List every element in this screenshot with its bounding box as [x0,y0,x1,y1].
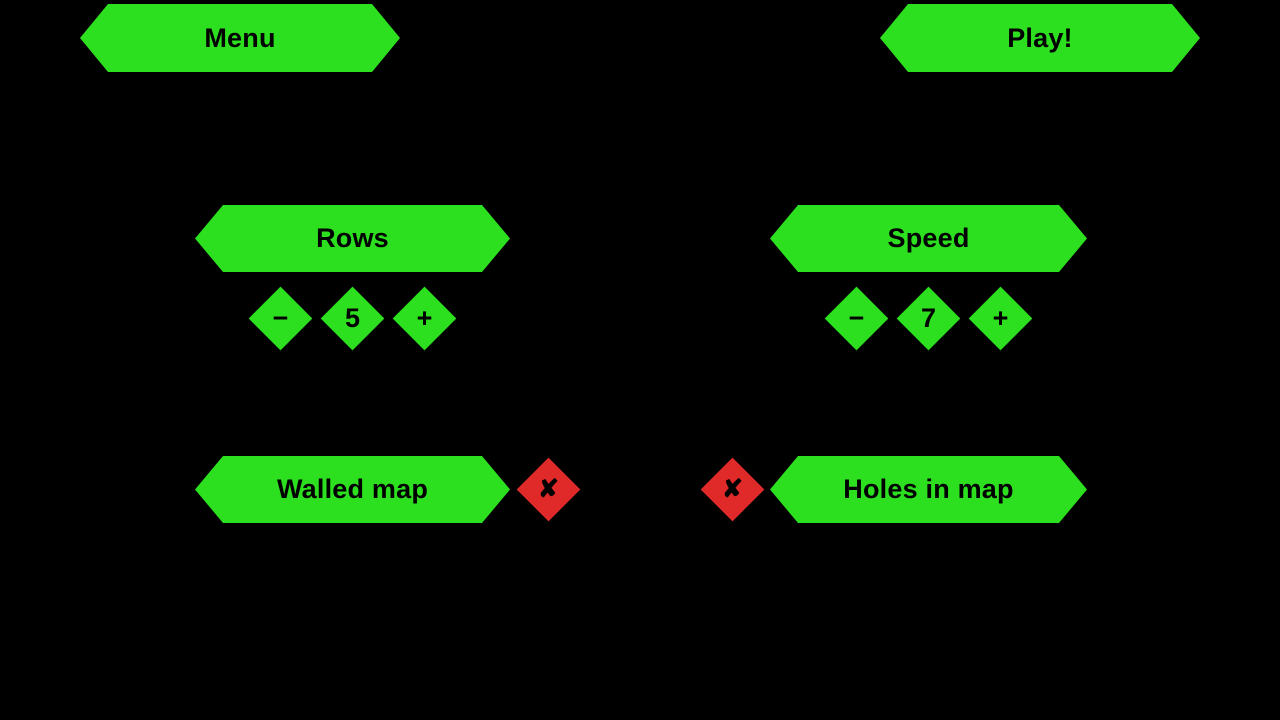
walled-map-toggle[interactable]: ✘ [516,457,581,522]
plus-icon: + [416,303,433,333]
rows-increment-button[interactable]: + [392,286,457,351]
rows-value-label: 5 [344,303,361,333]
cross-icon: ✘ [538,475,559,503]
speed-value-label: 7 [920,303,937,333]
speed-setting-title: Speed [770,205,1087,272]
plus-icon: + [992,303,1009,333]
rows-value-display: 5 [320,286,385,351]
play-button-label: Play! [1007,22,1073,53]
rows-decrement-button[interactable]: − [248,286,313,351]
rows-setting-title: Rows [195,205,510,272]
speed-value-display: 7 [896,286,961,351]
minus-icon: − [272,303,289,333]
holes-in-map-label-button[interactable]: Holes in map [770,456,1087,523]
holes-in-map-toggle[interactable]: ✘ [700,457,765,522]
walled-map-title-label: Walled map [276,474,429,504]
menu-button[interactable]: Menu [80,4,400,72]
speed-title-label: Speed [887,223,970,253]
walled-map-label-button[interactable]: Walled map [195,456,510,523]
speed-increment-button[interactable]: + [968,286,1033,351]
minus-icon: − [848,303,865,333]
menu-button-label: Menu [204,22,276,53]
play-button[interactable]: Play! [880,4,1200,72]
rows-title-label: Rows [316,223,389,253]
holes-in-map-title-label: Holes in map [843,474,1014,504]
cross-icon: ✘ [722,475,743,503]
speed-decrement-button[interactable]: − [824,286,889,351]
